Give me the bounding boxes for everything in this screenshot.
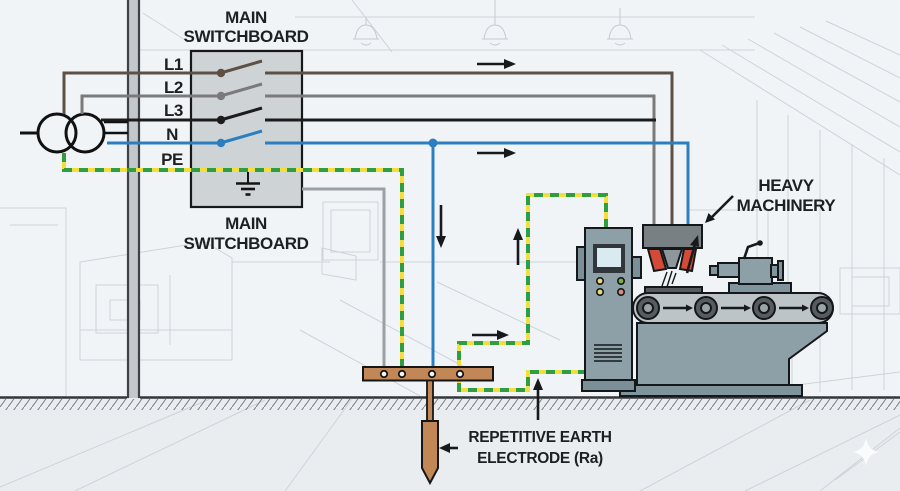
conductor-l3 (101, 106, 656, 122)
switchboard-title-top-line2: SWITCHBOARD (184, 27, 309, 46)
heavy-machinery (576, 224, 834, 397)
label-l1: L1 (164, 55, 183, 74)
electrode-label-line1: REPETITIVE EARTH (468, 429, 611, 446)
earth-electrode-rod (421, 379, 439, 486)
switch-contact-l2 (216, 91, 226, 101)
lathe-machine (709, 240, 792, 295)
cabinet-vents (594, 344, 622, 362)
conductor-l1 (62, 59, 674, 226)
pe-conductor-main (62, 153, 404, 369)
switch-contact-n (216, 138, 226, 148)
switch-contact-l3 (216, 115, 226, 125)
earth-bar (362, 366, 494, 382)
n-junction-dot (428, 138, 438, 148)
label-pe: PE (161, 150, 183, 169)
machine-pedestal (619, 384, 803, 397)
cabinet-buttons (595, 276, 625, 296)
transformer-icon (20, 112, 128, 154)
cabinet-screen (597, 248, 621, 267)
switch-contact-l1 (216, 68, 226, 78)
machinery-label-arrow (705, 195, 734, 223)
label-l3: L3 (164, 101, 183, 120)
spark-icon (661, 270, 677, 288)
main-switchboard-box (189, 49, 304, 209)
machinery-label-line1: HEAVY (758, 176, 814, 195)
label-l2: L2 (164, 78, 183, 97)
switchboard-title-bottom-line2: SWITCHBOARD (184, 234, 309, 253)
conveyor-rollers (636, 296, 834, 320)
ceiling-lamp-icons (353, 0, 633, 46)
conductor-l2 (80, 82, 656, 226)
earthing-conductor-gray (302, 187, 386, 369)
electrode-label-line2: ELECTRODE (Ra) (477, 450, 603, 467)
switchboard-title-bottom-line1: MAIN (225, 214, 267, 233)
ground-surface (0, 396, 900, 410)
belt-direction-arrows (663, 304, 809, 312)
support-pole (126, 0, 141, 398)
pe-conductor-machine-loop (457, 193, 608, 392)
switchboard-title-top-line1: MAIN (225, 8, 267, 27)
machinery-label-line2: MACHINERY (737, 196, 837, 215)
control-cabinet (576, 227, 642, 392)
sparkle-watermark-icon (853, 438, 879, 466)
conductor-n (107, 129, 690, 369)
current-flow-arrows (436, 59, 543, 453)
label-n: N (166, 125, 178, 144)
earth-symbol-icon (236, 170, 260, 196)
press-welder-head (642, 224, 703, 288)
